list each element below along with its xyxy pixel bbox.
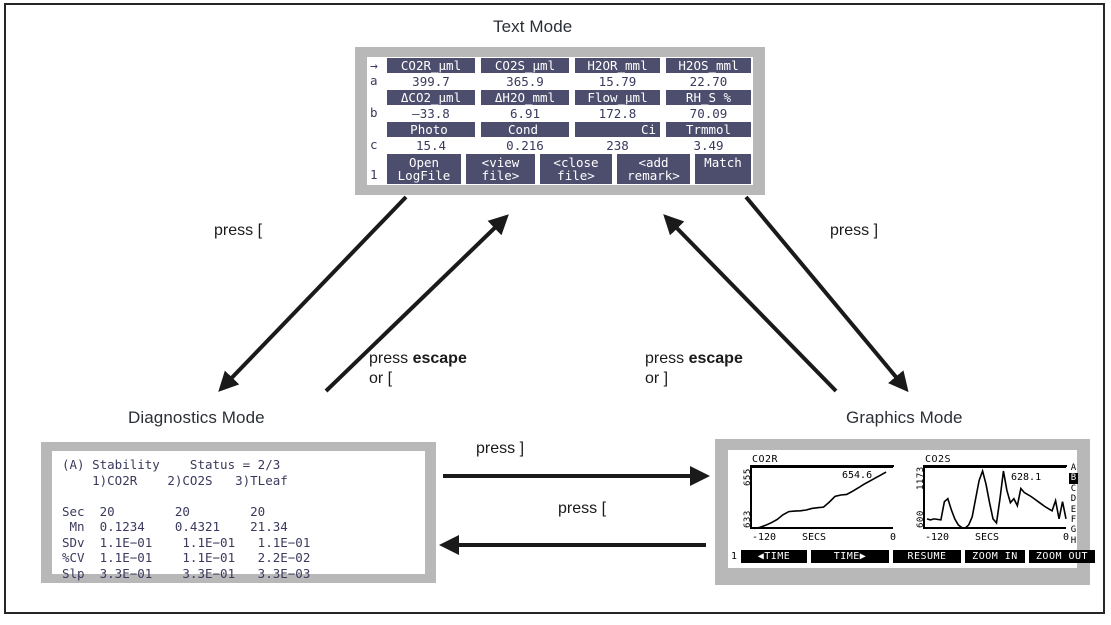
- label-diag-to-graph: press ]: [476, 440, 525, 457]
- graph-xaxis-1: -120 SECS 0: [748, 532, 896, 544]
- cell-header-h2os[interactable]: H2OS_mml: [666, 58, 751, 73]
- graph-trace-co2r: [752, 468, 895, 531]
- softkey-time-back[interactable]: ◀TIME: [741, 550, 807, 563]
- graph-readout-co2s: 628.1: [1011, 472, 1042, 483]
- label-escape-right-prefix: press: [645, 350, 689, 367]
- value-rh-s: 70.09: [689, 106, 728, 121]
- graph-page-letter-c[interactable]: C: [1070, 483, 1077, 494]
- cell-header-photo[interactable]: Photo: [387, 122, 475, 137]
- diagnostics-screen-text: (A) Stability Status = 2/3 1)CO2R 2)CO2S…: [62, 457, 311, 581]
- softkey-view-file[interactable]: <view file>: [466, 154, 535, 184]
- graph-panel-co2s[interactable]: CO2S 1173 600 628.1 -120 SECS 0: [907, 454, 1069, 544]
- value-h2or: 15.79: [598, 74, 637, 89]
- cell-header-ci[interactable]: Ci: [575, 122, 660, 137]
- arrow-text-to-graphics: [744, 195, 909, 393]
- graphics-display-bezel: CO2R 655 633 654.6 -120 SECS 0: [715, 439, 1095, 585]
- graphics-softkey-row: 1 ◀TIME TIME▶ RESUME ZOOM IN ZOOM OUT: [731, 550, 1095, 563]
- softkey-zoom-in[interactable]: ZOOM IN: [965, 550, 1025, 563]
- text-mode-title: Text Mode: [493, 17, 573, 36]
- text-mode-display-bezel: → a CO2R_µml CO2S_µml H2OR_mml H2OS_mml …: [355, 47, 765, 195]
- graphics-softkey-row-label: 1: [731, 551, 738, 562]
- label-press-left-bracket: press [: [214, 222, 263, 239]
- graph-readout-co2r: 654.6: [842, 470, 873, 481]
- label-escape-right-key: escape: [688, 350, 743, 367]
- cell-header-co2r[interactable]: CO2R_µml: [387, 58, 475, 73]
- cell-header-cond[interactable]: Cond: [481, 122, 569, 137]
- value-delta-h2o: 6.91: [509, 106, 541, 121]
- value-trmmol: 3.49: [693, 138, 724, 153]
- diagnostics-lcd: (A) Stability Status = 2/3 1)CO2R 2)CO2S…: [52, 451, 425, 581]
- graph-xaxis-label-1: SECS: [802, 532, 827, 543]
- value-delta-co2: –33.8: [412, 106, 450, 121]
- label-escape-left-key: escape: [412, 350, 467, 367]
- cell-header-co2s[interactable]: CO2S_µml: [481, 58, 569, 73]
- graph-page-letter-b[interactable]: B: [1069, 473, 1078, 484]
- graph-panel-co2r-label: CO2R: [752, 454, 779, 465]
- graph-trace-co2s: [925, 468, 1068, 531]
- value-co2r: 399.7: [412, 74, 450, 89]
- cell-header-h2or[interactable]: H2OR_mml: [575, 58, 660, 73]
- graph-page-letter-f[interactable]: F: [1070, 515, 1077, 526]
- text-mode-grid: → a CO2R_µml CO2S_µml H2OR_mml H2OS_mml …: [367, 57, 753, 185]
- value-flow: 172.8: [598, 106, 637, 121]
- value-h2os: 22.70: [689, 74, 728, 89]
- value-photo: 15.4: [415, 138, 447, 153]
- softkey-close-file[interactable]: <close file>: [540, 154, 612, 184]
- label-graph-to-diag: press [: [558, 500, 607, 517]
- row-label-b: b: [370, 105, 378, 120]
- row-label-a: a: [370, 73, 378, 88]
- cell-header-delta-co2[interactable]: ΔCO2_µml: [387, 90, 475, 105]
- label-escape-left-prefix: press: [369, 350, 413, 367]
- graph-plot-area-co2r: [750, 466, 893, 529]
- softkey-row-label: 1: [370, 167, 378, 182]
- label-escape-or-left-bracket: press escape or [: [369, 349, 467, 389]
- diagram-frame: Text Mode Diagnostics Mode Graphics Mode…: [4, 3, 1105, 614]
- graph-xaxis-2: -120 SECS 0: [921, 532, 1069, 544]
- graph-page-letter-e[interactable]: E: [1070, 504, 1077, 515]
- graph-xtick-left-2: -120: [925, 532, 950, 543]
- value-ci: 238: [606, 138, 629, 153]
- cell-header-rh-s[interactable]: RH_S %: [666, 90, 751, 105]
- graph-panel-co2r[interactable]: CO2R 655 633 654.6 -120 SECS 0: [734, 454, 896, 544]
- cursor-arrow-icon: →: [370, 59, 378, 74]
- graph-panel-co2s-label: CO2S: [925, 454, 952, 465]
- text-mode-lcd: → a CO2R_µml CO2S_µml H2OR_mml H2OS_mml …: [367, 57, 753, 185]
- diagnostics-display-bezel: (A) Stability Status = 2/3 1)CO2R 2)CO2S…: [41, 442, 436, 583]
- graph-xtick-right-1: 0: [889, 532, 896, 543]
- graph-xtick-left-1: -120: [752, 532, 777, 543]
- graph-xtick-right-2: 0: [1062, 532, 1069, 543]
- value-co2s: 365.9: [506, 74, 544, 89]
- row-label-c: c: [370, 137, 378, 152]
- graphics-mode-title: Graphics Mode: [846, 408, 963, 427]
- softkey-resume[interactable]: RESUME: [893, 550, 961, 563]
- value-cond: 0.216: [506, 138, 544, 153]
- softkey-add-remark[interactable]: <add remark>: [617, 154, 690, 184]
- cell-header-delta-h2o[interactable]: ΔH2O_mml: [481, 90, 569, 105]
- cell-header-trmmol[interactable]: Trmmol: [666, 122, 751, 137]
- cell-header-flow[interactable]: Flow_µml: [575, 90, 660, 105]
- label-press-right-bracket: press ]: [830, 222, 879, 239]
- graphics-screen: CO2R 655 633 654.6 -120 SECS 0: [728, 450, 1095, 568]
- graph-page-letter-h[interactable]: H: [1070, 535, 1077, 546]
- graph-page-letter-a[interactable]: A: [1070, 463, 1077, 473]
- label-escape-or-right-bracket: press escape or ]: [645, 349, 743, 389]
- graphics-lcd: CO2R 655 633 654.6 -120 SECS 0: [728, 450, 1095, 568]
- graph-plot-area-co2s: [923, 466, 1066, 529]
- graph-xaxis-label-2: SECS: [975, 532, 1000, 543]
- graph-page-letter-d[interactable]: D: [1070, 494, 1077, 505]
- diagnostics-mode-title: Diagnostics Mode: [128, 408, 265, 427]
- softkey-time-forward[interactable]: TIME▶: [811, 550, 889, 563]
- label-escape-right-alt: or ]: [645, 370, 669, 387]
- softkey-zoom-out[interactable]: ZOOM OUT: [1029, 550, 1095, 563]
- softkey-match[interactable]: Match: [695, 154, 751, 184]
- softkey-open-logfile[interactable]: Open LogFile: [387, 154, 461, 184]
- label-escape-left-alt: or [: [369, 370, 393, 387]
- graph-page-letter-g[interactable]: G: [1070, 525, 1077, 536]
